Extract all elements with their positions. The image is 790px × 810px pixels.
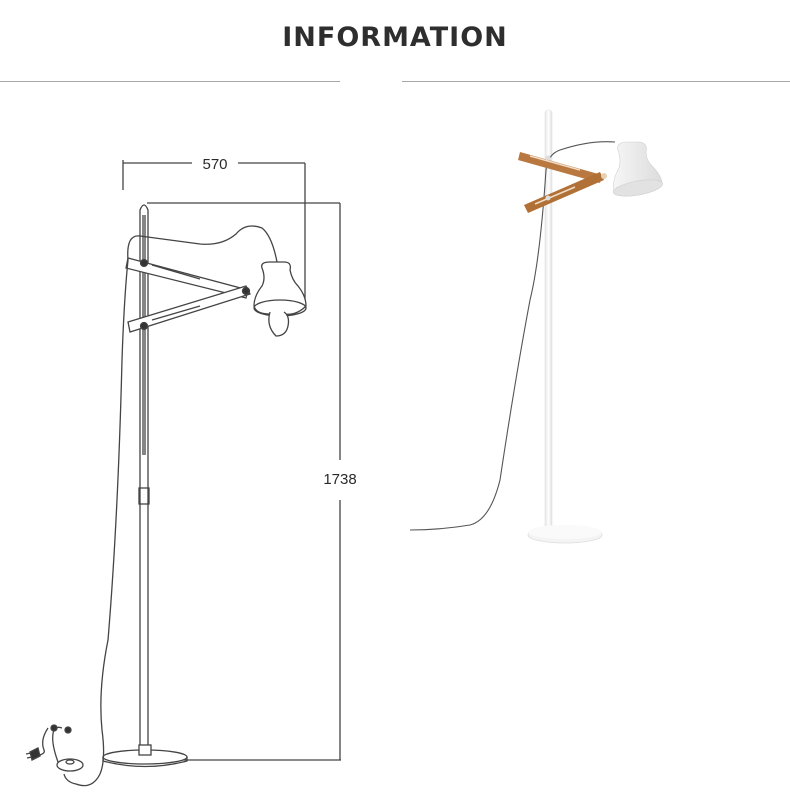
lamp-pole [138,204,150,760]
photo-cord [409,141,616,531]
lamp-cord [63,225,278,787]
page-title: INFORMATION [282,22,508,53]
cord-switch-and-plug [25,724,84,772]
photo-shade [613,141,663,197]
height-dimension [147,202,341,761]
divider-left [0,81,340,82]
lamp-arms [125,257,251,333]
width-dimension-label: 570 [202,156,227,173]
divider-right [402,81,790,82]
lamp-shade [253,261,307,337]
photo-wooden-arms [518,152,607,213]
lamp-base [102,744,188,768]
height-dimension-label: 1738 [323,471,356,488]
width-dimension [122,160,306,300]
